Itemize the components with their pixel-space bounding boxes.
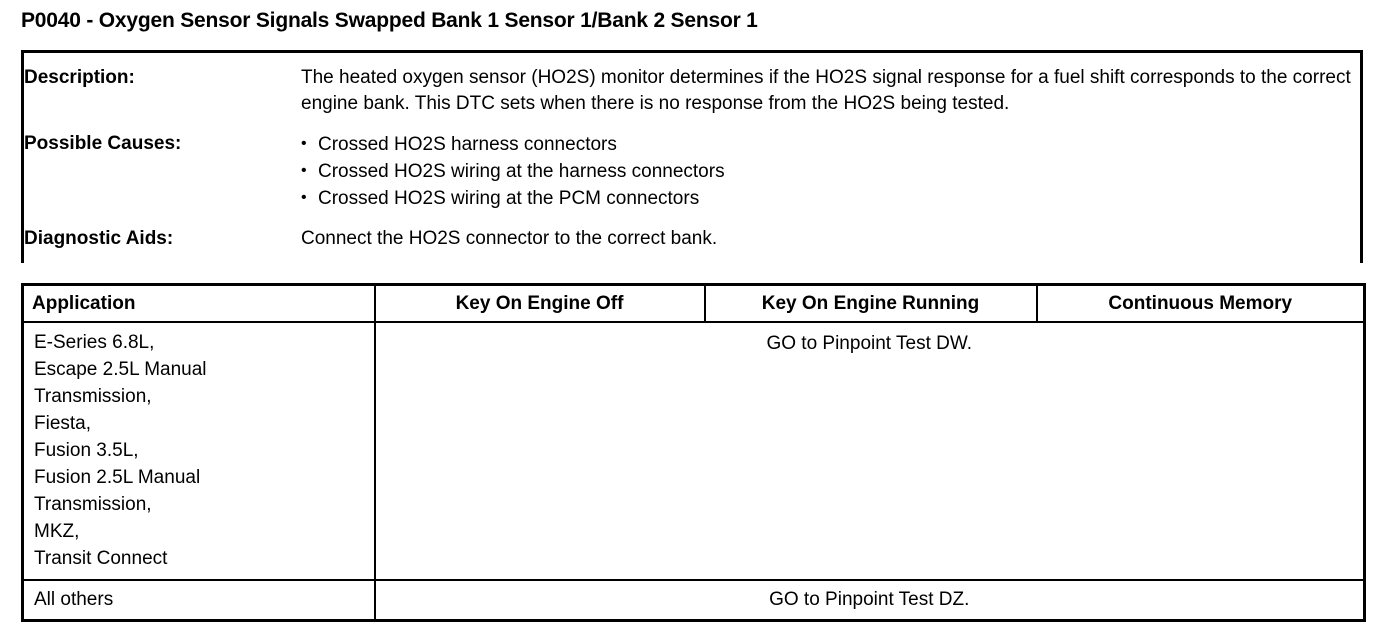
application-cell: All others: [21, 579, 376, 622]
application-line: Transmission,: [34, 386, 152, 407]
description-label: Description:: [24, 67, 135, 88]
application-line: Transmission,: [34, 494, 152, 515]
application-line: MKZ,: [34, 521, 80, 542]
application-cell: E-Series 6.8L, Escape 2.5L Manual Transm…: [21, 321, 376, 581]
diagnostic-aids-label: Diagnostic Aids:: [24, 228, 174, 249]
list-item: Crossed HO2S wiring at the harness conne…: [301, 157, 1360, 185]
application-line: Fusion 2.5L Manual: [34, 467, 201, 488]
list-item: Crossed HO2S wiring at the PCM connector…: [301, 184, 1360, 212]
page-title: P0040 - Oxygen Sensor Signals Swapped Ba…: [21, 9, 758, 32]
application-line: All others: [34, 589, 114, 610]
possible-causes-row: Possible Causes: Crossed HO2S harness co…: [24, 117, 1360, 212]
column-header-continuous-memory: Continuous Memory: [1035, 283, 1366, 323]
application-line: Transit Connect: [34, 548, 168, 569]
table-header-row: Application Key On Engine Off Key On Eng…: [21, 283, 1366, 323]
diagnostic-aids-text: Connect the HO2S connector to the correc…: [301, 228, 718, 249]
description-row: Description: The heated oxygen sensor (H…: [24, 53, 1360, 117]
table-row: All others GO to Pinpoint Test DZ.: [21, 579, 1366, 622]
possible-causes-value: Crossed HO2S harness connectors Crossed …: [301, 117, 1360, 212]
diagnostic-aids-row: Diagnostic Aids: Connect the HO2S connec…: [24, 212, 1360, 263]
dtc-info-frame: Description: The heated oxygen sensor (H…: [21, 50, 1363, 263]
column-header-key-on-engine-off: Key On Engine Off: [373, 283, 706, 323]
table-row: E-Series 6.8L, Escape 2.5L Manual Transm…: [21, 321, 1366, 581]
application-line: Escape 2.5L Manual: [34, 359, 207, 380]
description-text: The heated oxygen sensor (HO2S) monitor …: [301, 67, 1351, 114]
application-results-table: Application Key On Engine Off Key On Eng…: [21, 283, 1366, 622]
dtc-info-block: Description: The heated oxygen sensor (H…: [24, 53, 1360, 263]
column-header-application: Application: [21, 283, 376, 323]
application-line: E-Series 6.8L,: [34, 332, 155, 353]
list-item: Crossed HO2S harness connectors: [301, 130, 1360, 158]
result-cell: GO to Pinpoint Test DW.: [373, 321, 1366, 581]
application-line: Fusion 3.5L,: [34, 440, 139, 461]
possible-causes-label: Possible Causes:: [24, 133, 182, 154]
result-cell: GO to Pinpoint Test DZ.: [373, 579, 1366, 622]
application-line: Fiesta,: [34, 413, 92, 434]
possible-causes-list: Crossed HO2S harness connectors Crossed …: [301, 130, 1360, 212]
column-header-key-on-engine-running: Key On Engine Running: [703, 283, 1038, 323]
